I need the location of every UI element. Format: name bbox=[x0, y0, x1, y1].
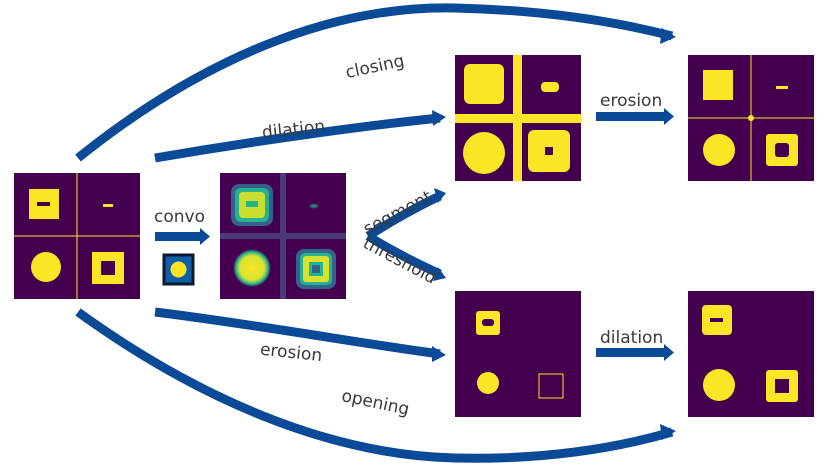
erosion-bottom-arrowhead bbox=[432, 346, 446, 362]
dilation-bottom-arrow bbox=[596, 348, 666, 357]
convo-label: convo bbox=[154, 207, 205, 227]
closed-panel bbox=[688, 55, 814, 181]
opening-label: opening bbox=[340, 386, 411, 420]
dilated-panel bbox=[455, 55, 581, 181]
threshold-arrow bbox=[365, 232, 442, 279]
opening-arrow bbox=[75, 308, 674, 463]
closing-label: closing bbox=[344, 51, 406, 83]
threshold-label: threshold bbox=[359, 233, 439, 288]
dilation-bottom-arrowhead bbox=[664, 344, 674, 361]
opened-panel bbox=[688, 291, 814, 417]
closing-arrowhead bbox=[660, 28, 676, 44]
segment-arrow bbox=[365, 191, 442, 240]
eroded-panel bbox=[455, 291, 581, 417]
arrows bbox=[75, 3, 676, 463]
convo-arrowhead bbox=[200, 228, 210, 245]
convolved-panel bbox=[220, 173, 346, 299]
segment-arrowhead bbox=[434, 188, 446, 203]
erosion-bottom-label: erosion bbox=[259, 340, 323, 366]
dilation-top-arrowhead bbox=[432, 110, 446, 126]
dilation-top-label: dilation bbox=[261, 117, 326, 143]
closing-arrow bbox=[75, 3, 674, 162]
input-panel bbox=[14, 173, 140, 299]
convo-arrow bbox=[155, 232, 203, 241]
erosion-top-arrowhead bbox=[664, 108, 674, 125]
segment-label: segment bbox=[360, 187, 436, 240]
threshold-arrowhead bbox=[433, 267, 446, 281]
dilation-bottom-label: dilation bbox=[600, 328, 663, 348]
dilation-top-arrow bbox=[154, 113, 441, 163]
erosion-top-arrow bbox=[596, 112, 666, 121]
opening-arrowhead bbox=[660, 424, 676, 440]
kernel-icon bbox=[162, 253, 195, 286]
erosion-bottom-arrow bbox=[154, 307, 441, 359]
erosion-top-label: erosion bbox=[600, 91, 662, 111]
